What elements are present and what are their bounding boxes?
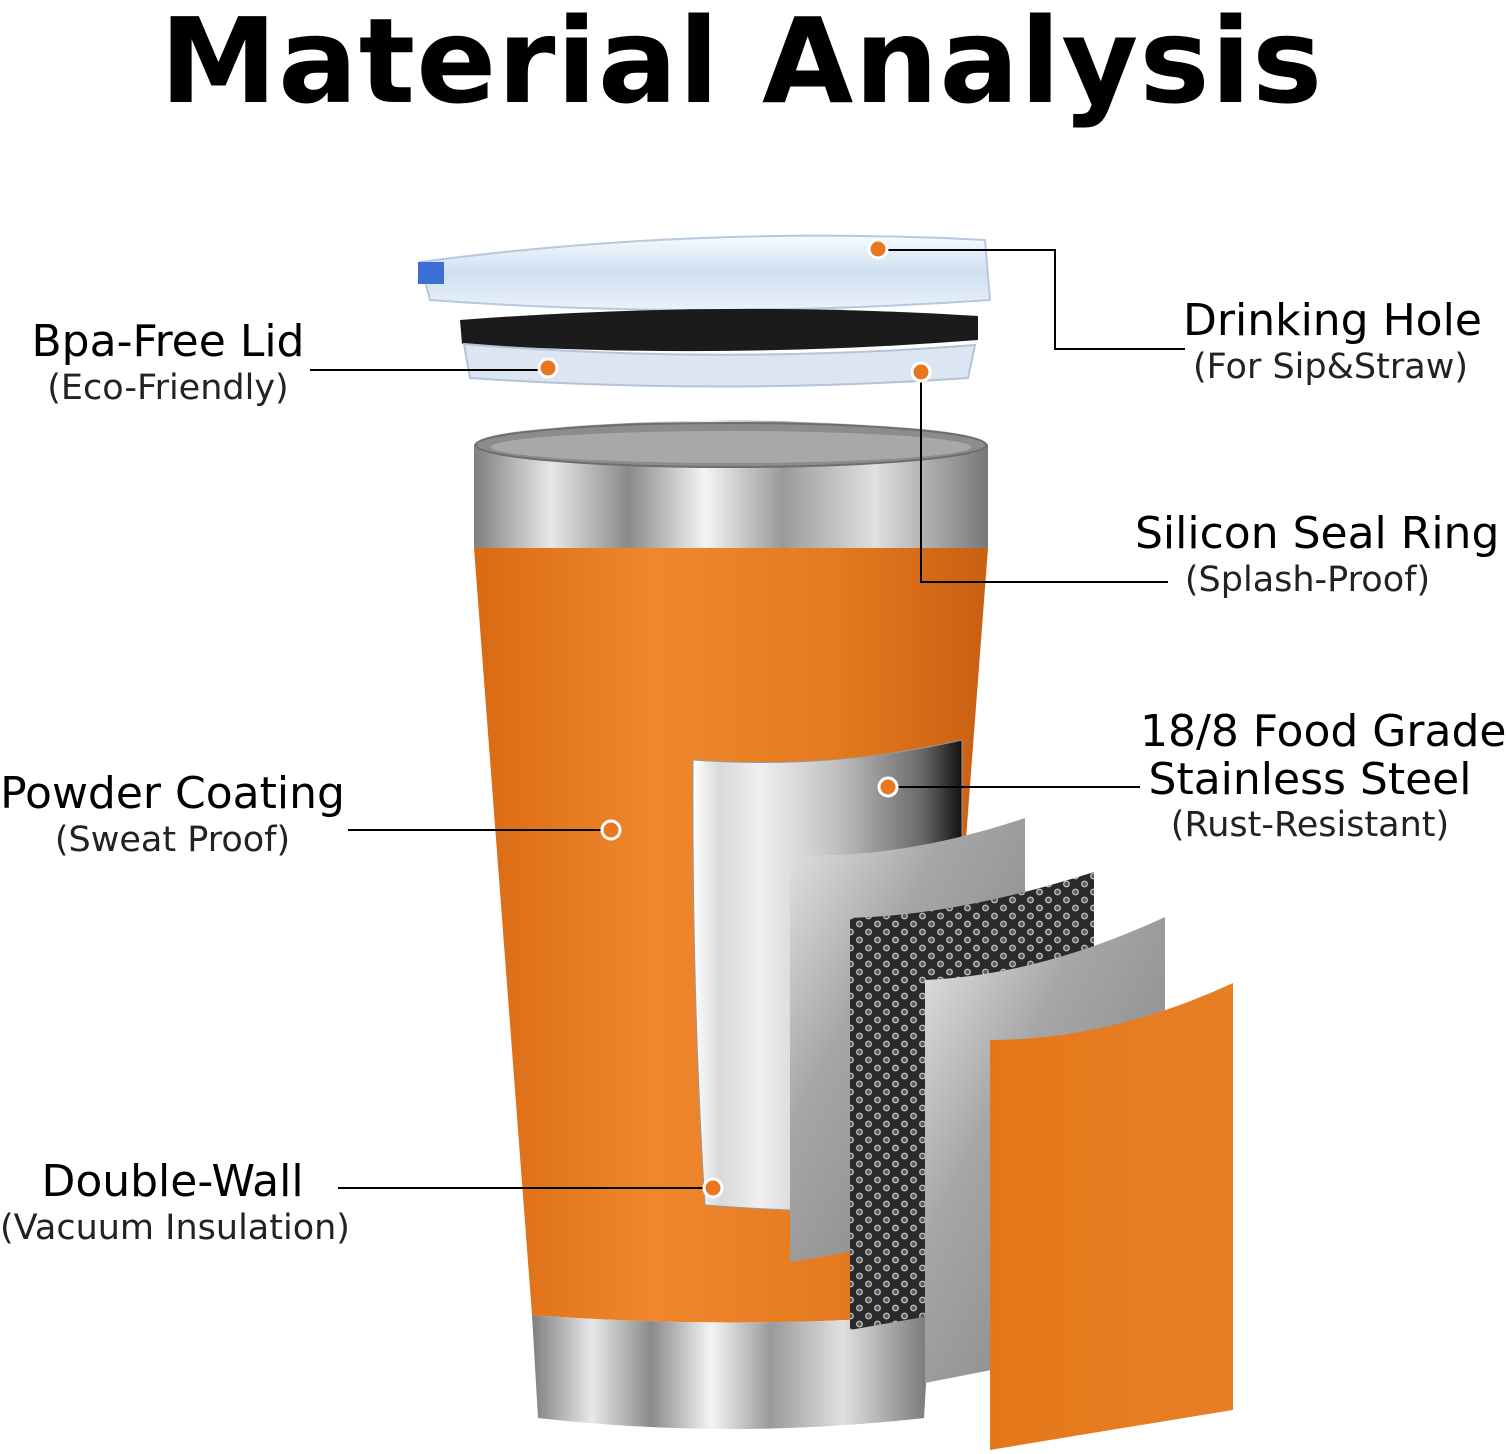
label-bpa-lid-title: Bpa-Free Lid: [31, 316, 305, 367]
dot-seal-ring: [910, 361, 932, 383]
dot-double-wall: [702, 1177, 724, 1199]
label-seal-ring-sub: (Splash-Proof): [1184, 559, 1431, 600]
dot-bpa-lid: [537, 357, 559, 379]
label-stainless: 18/8 Food Grade Stainless Steel (Rust-Re…: [1140, 706, 1506, 846]
callout-dots: [537, 238, 932, 1199]
label-bpa-lid: Bpa-Free Lid (Eco-Friendly): [28, 318, 308, 407]
label-drinking-hole: Drinking Hole (For Sip&Straw): [1183, 295, 1482, 387]
label-drinking-hole-sub: (For Sip&Straw): [1193, 346, 1468, 387]
leader-seal-ring: [920, 372, 1168, 583]
label-double-wall-title: Double-Wall: [41, 1156, 304, 1207]
label-double-wall-sub: (Vacuum Insulation): [0, 1207, 350, 1248]
label-stainless-title-1: 18/8 Food Grade: [1140, 706, 1506, 757]
label-bpa-lid-sub: (Eco-Friendly): [47, 367, 289, 408]
page-title: Material Analysis: [159, 0, 1324, 130]
label-seal-ring-title: Silicon Seal Ring: [1135, 508, 1500, 559]
leader-drinking-hole: [878, 249, 1185, 350]
label-drinking-hole-title: Drinking Hole: [1183, 295, 1482, 346]
label-stainless-sub: (Rust-Resistant): [1170, 805, 1450, 846]
label-seal-ring: Silicon Seal Ring (Splash-Proof): [1135, 508, 1500, 600]
lid: [418, 234, 992, 388]
dot-powder: [600, 819, 622, 841]
dot-stainless: [877, 776, 899, 798]
dot-drinking-hole: [867, 238, 889, 260]
label-powder-coating: Powder Coating (Sweat Proof): [0, 770, 345, 859]
layer-panels: [790, 818, 1233, 1450]
label-stainless-title-2: Stainless Steel: [1148, 753, 1472, 805]
label-double-wall: Double-Wall (Vacuum Insulation): [0, 1156, 350, 1248]
label-powder-coating-sub: (Sweat Proof): [54, 819, 291, 860]
label-powder-coating-title: Powder Coating: [0, 768, 345, 819]
